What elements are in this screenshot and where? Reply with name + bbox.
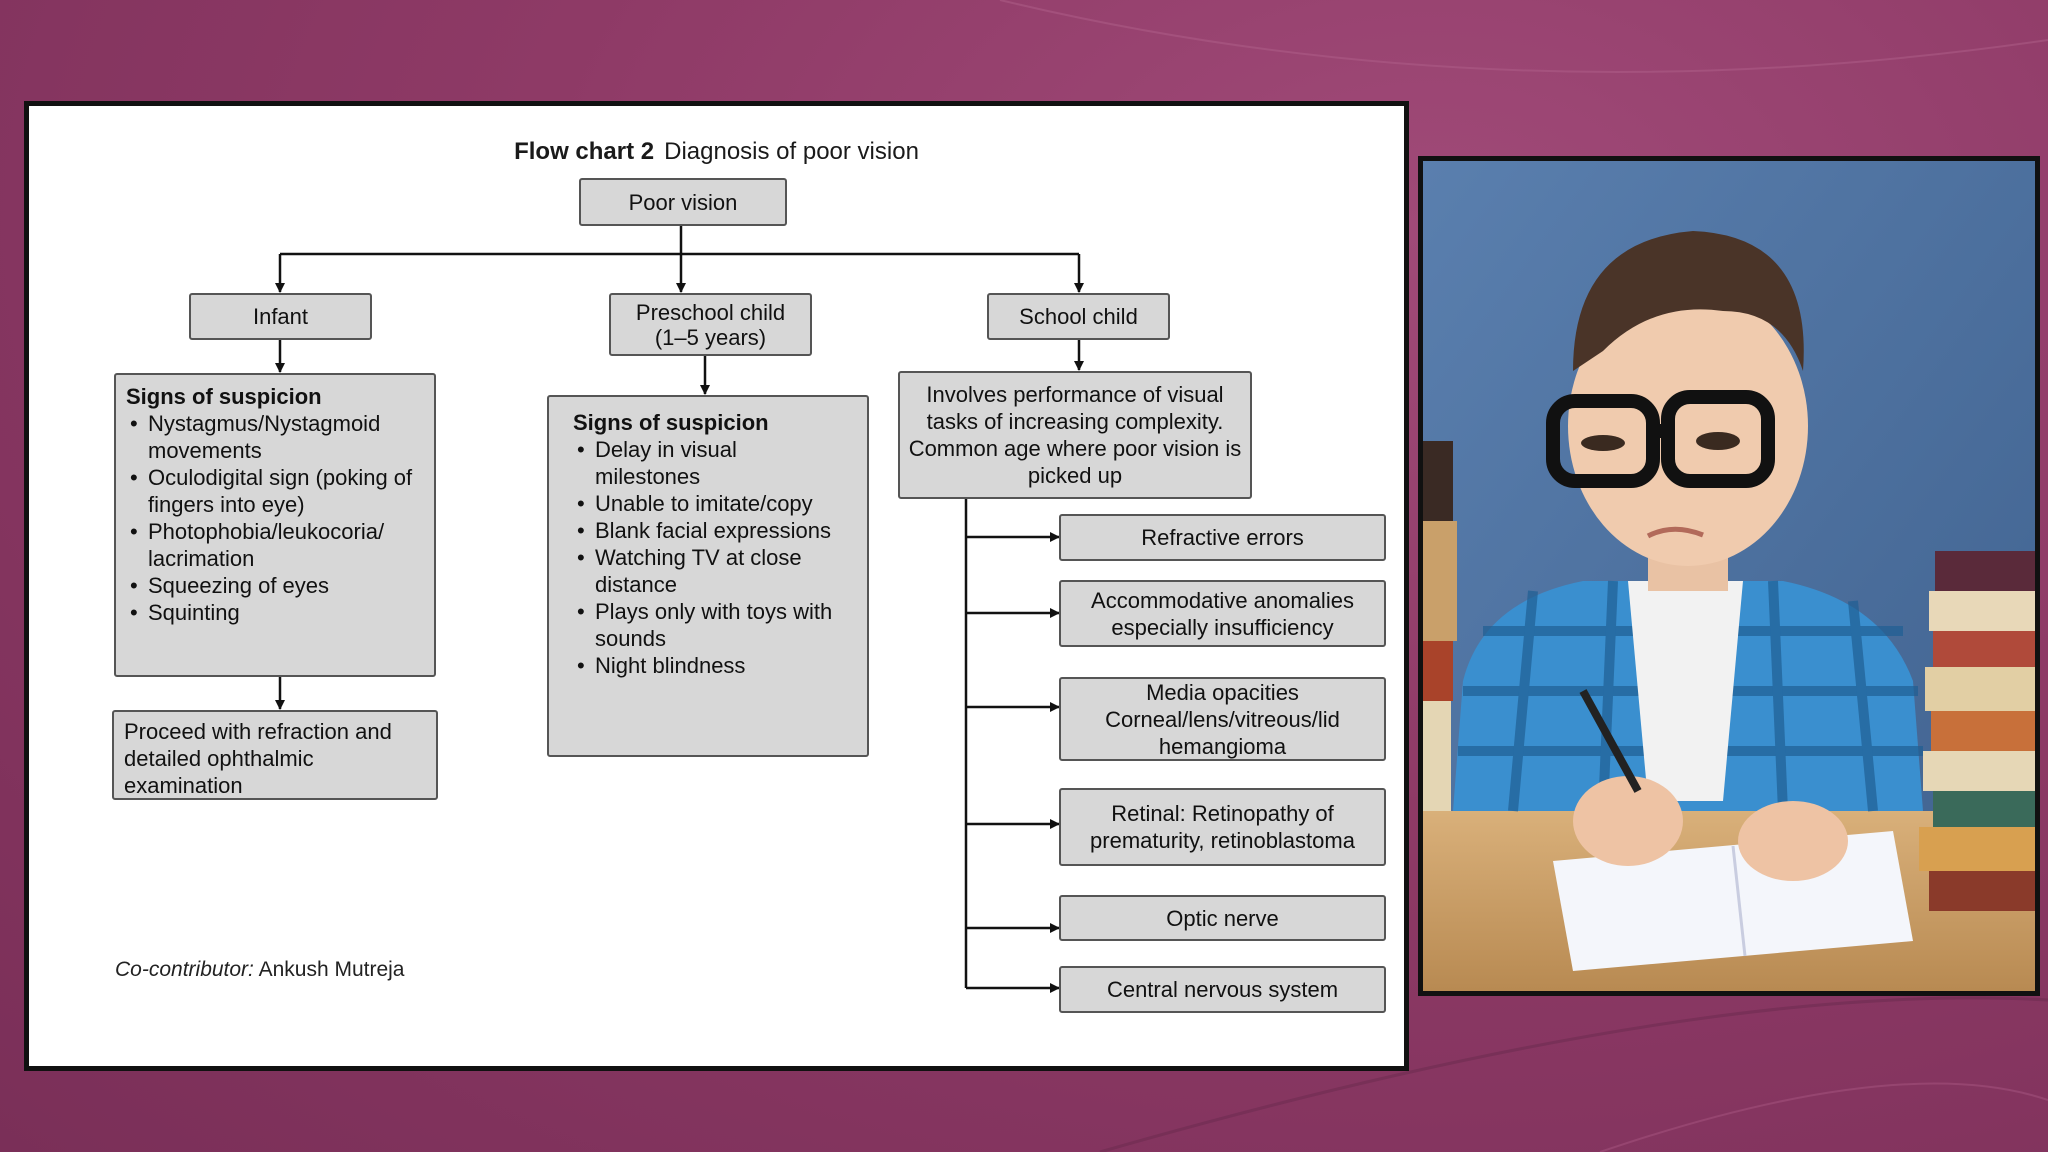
cause-label: Refractive errors <box>1141 525 1304 550</box>
list-item: Squinting <box>126 599 424 626</box>
infant-signs-list: Nystagmus/Nystagmoid movements Oculodigi… <box>126 410 424 626</box>
credit-label: Co-contributor: <box>115 958 254 981</box>
list-item: Photophobia/leukocoria/ lacrimation <box>126 518 424 572</box>
node-school-child-label: School child <box>1019 304 1138 329</box>
cause-label: Optic nerve <box>1166 905 1279 931</box>
node-preschool-label-1: Preschool child <box>635 299 786 325</box>
cause-label: Central nervous system <box>1106 977 1339 1002</box>
cause-label: Accommodative anomalies especially insuf… <box>1091 587 1354 640</box>
school-description-box: Involves performance of visual tasks of … <box>898 371 1252 499</box>
list-item: Plays only with toys with sounds <box>573 598 843 652</box>
node-preschool: Preschool child(1–5 years) <box>609 293 812 356</box>
node-school-child: School child <box>987 293 1170 340</box>
flowchart-title: Flow chart 2 Diagnosis of poor vision <box>29 138 1404 166</box>
cause-label: Retinal: Retinopathy of prematurity, ret… <box>1090 801 1355 853</box>
list-item: Squeezing of eyes <box>126 572 424 599</box>
school-description-text: Involves performance of visual tasks of … <box>908 382 1242 488</box>
list-item: Oculodigital sign (poking of fingers int… <box>126 464 424 518</box>
student-photo-illustration <box>1423 161 2035 991</box>
node-preschool-label-2: (1–5 years) <box>654 324 767 350</box>
cause-media-opacities: Media opacities Corneal/lens/vitreous/li… <box>1059 677 1386 761</box>
credit-name: Ankush Mutreja <box>258 958 405 981</box>
cause-retinal: Retinal: Retinopathy of prematurity, ret… <box>1059 788 1386 866</box>
cause-cns: Central nervous system <box>1059 966 1386 1013</box>
infant-signs-title: Signs of suspicion <box>126 384 322 409</box>
preschool-signs-box: Signs of suspicion Delay in visual miles… <box>547 395 869 757</box>
flowchart-title-text: Diagnosis of poor vision <box>664 138 919 165</box>
flowchart-connectors <box>275 226 1084 993</box>
preschool-signs-title: Signs of suspicion <box>573 410 769 435</box>
node-infant-label: Infant <box>252 304 309 329</box>
cause-label: Media opacities Corneal/lens/vitreous/li… <box>1105 679 1340 759</box>
student-photo <box>1418 156 2040 996</box>
node-poor-vision: Poor vision <box>579 178 787 226</box>
cause-accommodative-anomalies: Accommodative anomalies especially insuf… <box>1059 580 1386 647</box>
list-item: Blank facial expressions <box>573 517 843 544</box>
list-item: Unable to imitate/copy <box>573 490 843 517</box>
cause-optic-nerve: Optic nerve <box>1059 895 1386 941</box>
co-contributor-credit: Co-contributor: Ankush Mutreja <box>115 958 404 982</box>
node-infant: Infant <box>189 293 372 340</box>
node-poor-vision-label: Poor vision <box>628 189 738 215</box>
list-item: Delay in visual milestones <box>573 436 843 490</box>
flowchart-panel: Flow chart 2 Diagnosis of poor vision <box>24 101 1409 1071</box>
list-item: Watching TV at close distance <box>573 544 843 598</box>
list-item: Nystagmus/Nystagmoid movements <box>126 410 424 464</box>
infant-action-text: Proceed with refraction and detailed oph… <box>124 719 392 798</box>
flowchart-title-bold: Flow chart 2 <box>514 138 655 165</box>
preschool-signs-list: Delay in visual milestones Unable to imi… <box>573 436 843 679</box>
cause-refractive-errors: Refractive errors <box>1059 514 1386 561</box>
infant-action-box: Proceed with refraction and detailed oph… <box>112 710 438 800</box>
list-item: Night blindness <box>573 652 843 679</box>
infant-signs-box: Signs of suspicion Nystagmus/Nystagmoid … <box>114 373 436 677</box>
